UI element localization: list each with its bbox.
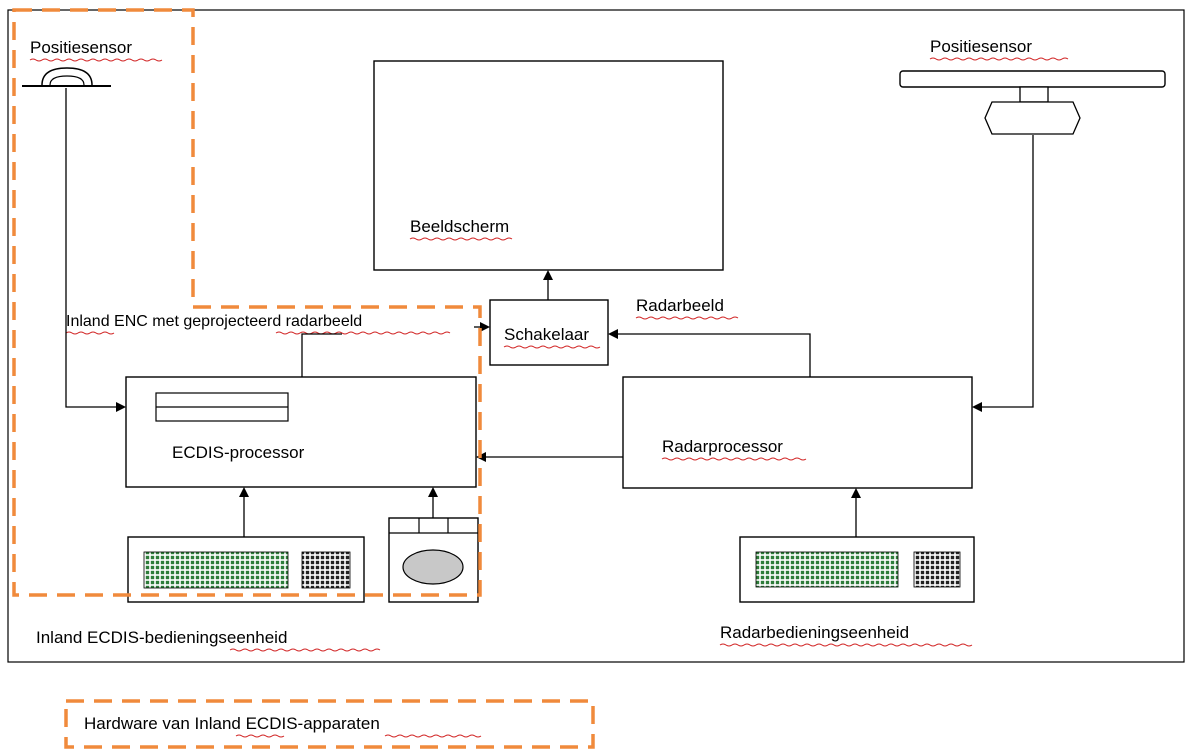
legend: Hardware van Inland ECDIS-apparaten (64, 699, 595, 749)
disk-drive-icon (155, 392, 289, 422)
enc-projection-label: Inland ENC met geprojecteerd radarbeeld (66, 313, 362, 330)
legend-dashed-box (64, 699, 595, 749)
connections (65, 88, 1034, 537)
radar-control-unit-label: Radarbedieningseenheid (720, 623, 909, 642)
radar-antenna-icon (899, 70, 1166, 135)
position-sensor-right-label: Positiesensor (930, 37, 1032, 56)
ecdis-keyboard-icon (127, 536, 365, 603)
position-sensor-left-label: Positiesensor (30, 38, 132, 57)
radar-image-label: Radarbeeld (636, 296, 724, 315)
antenna-icon (22, 67, 111, 87)
display-box (373, 60, 724, 271)
legend-label: Hardware van Inland ECDIS-apparaten (84, 714, 380, 733)
radar-processor-box (622, 376, 973, 489)
ecdis-processor-label: ECDIS-processor (172, 443, 305, 462)
radar-keyboard-icon (739, 536, 975, 603)
diagram-frame (7, 9, 1185, 663)
switch-label: Schakelaar (504, 325, 589, 344)
display-label: Beeldscherm (410, 217, 509, 236)
trackball-icon (388, 517, 479, 603)
radar-processor-label: Radarprocessor (662, 437, 783, 456)
ecdis-hardware-boundary (12, 8, 482, 597)
ecdis-control-unit-label: Inland ECDIS-bedieningseenheid (36, 628, 287, 647)
